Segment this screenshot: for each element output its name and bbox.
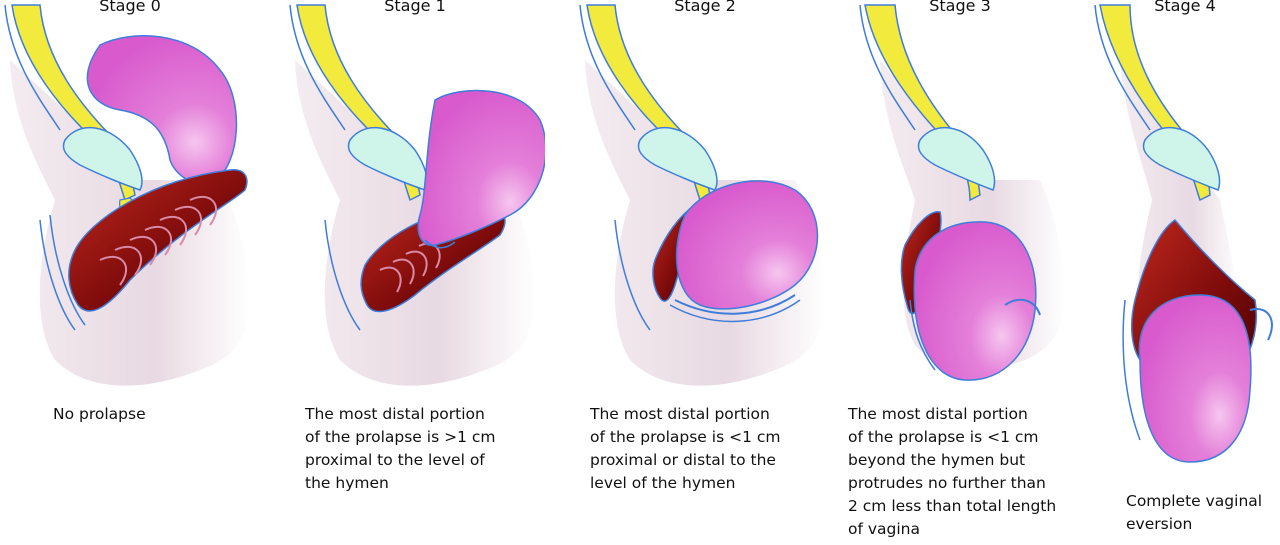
pubic-bone [864, 4, 981, 202]
uterus [913, 221, 1037, 381]
uterus [417, 89, 545, 246]
stage-title: Stage 2 [674, 0, 736, 15]
stage-1-illustration [289, 4, 545, 386]
stage-caption: The most distal portion of the prolapse … [590, 405, 781, 492]
uterus [1138, 294, 1252, 463]
stage-title: Stage 0 [99, 0, 161, 15]
bladder [1142, 126, 1221, 191]
stage-2-illustration [579, 4, 825, 386]
stage-3: Stage 3 The most distal portion of the p… [835, 0, 1085, 545]
vaginal-canal [68, 169, 248, 312]
stage-title: Stage 3 [929, 0, 991, 15]
pubic-bone [296, 4, 421, 202]
stage-caption: The most distal portion of the prolapse … [848, 405, 1057, 538]
stage-3-illustration [859, 4, 1065, 381]
stage-4-illustration [1094, 4, 1273, 463]
stage-4: Stage 4 Complete vaginal eversion [1090, 0, 1280, 545]
stage-0: Stage 0 No prolapse [0, 0, 260, 545]
bladder [917, 126, 996, 191]
stage-1: Stage 1 The most distal portion of the p… [285, 0, 545, 545]
stage-title: Stage 1 [384, 0, 446, 15]
stage-caption: The most distal portion of the prolapse … [305, 405, 496, 492]
stage-title: Stage 4 [1154, 0, 1216, 15]
stage-caption: No prolapse [53, 405, 146, 423]
uterus [675, 180, 819, 310]
stage-caption: Complete vaginal eversion [1126, 492, 1263, 533]
bladder [62, 126, 143, 191]
stage-2: Stage 2 The most distal portion of the p… [575, 0, 835, 545]
stage-0-illustration [4, 4, 250, 386]
